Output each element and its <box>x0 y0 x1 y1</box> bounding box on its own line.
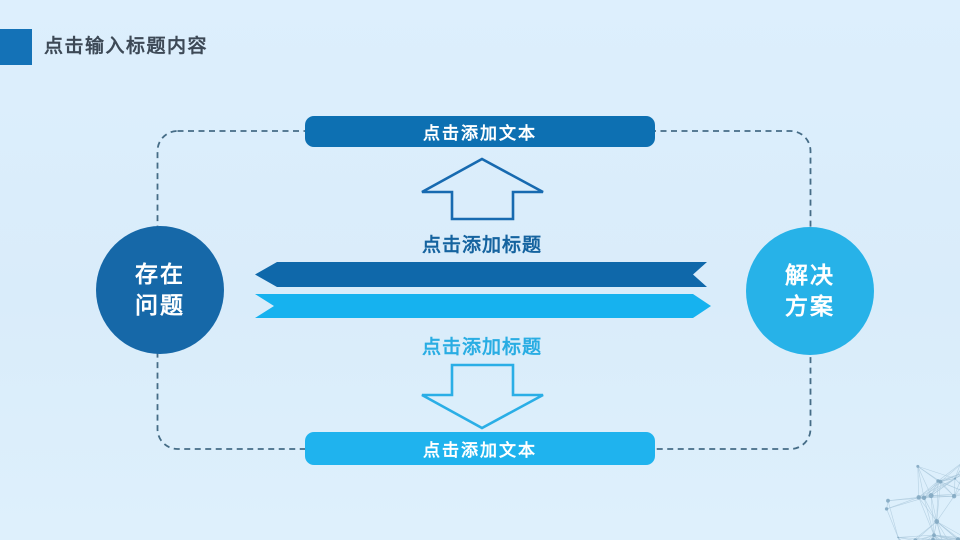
up-arrow-icon <box>421 157 544 221</box>
solution-circle-line2: 方案 <box>785 293 835 319</box>
left-chevron-arrow <box>255 262 707 287</box>
bottom-banner-label: 点击添加文本 <box>423 441 537 460</box>
dashed-border <box>156 130 812 450</box>
top-text-banner[interactable]: 点击添加文本 <box>305 116 655 147</box>
network-sphere-icon <box>884 463 960 540</box>
network-decoration <box>863 413 960 540</box>
upper-arrow-label[interactable]: 点击添加标题 <box>421 235 542 256</box>
slide-title[interactable]: 点击输入标题内容 <box>44 36 209 57</box>
right-chevron-arrow <box>255 294 711 318</box>
problem-circle[interactable]: 存在 问题 <box>96 226 224 354</box>
solution-circle[interactable]: 解决 方案 <box>746 227 874 355</box>
problem-circle-line2: 问题 <box>135 292 185 318</box>
title-accent-square <box>0 29 32 65</box>
solution-circle-line1: 解决 <box>785 262 835 288</box>
top-banner-label: 点击添加文本 <box>423 124 537 143</box>
lower-arrow-label[interactable]: 点击添加标题 <box>421 337 542 358</box>
down-arrow-icon <box>421 363 544 430</box>
problem-circle-line1: 存在 <box>135 261 185 287</box>
bottom-text-banner[interactable]: 点击添加文本 <box>305 432 655 465</box>
